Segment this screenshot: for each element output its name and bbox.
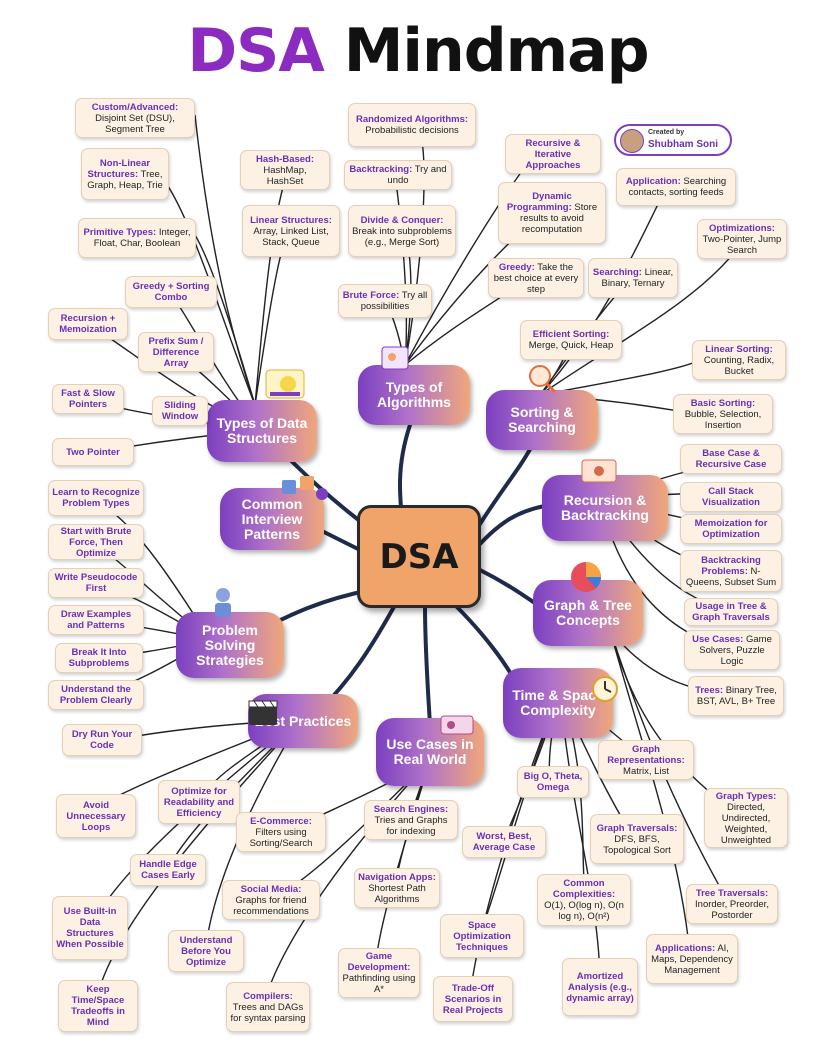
leaf-memoization-opt: Memoization for Optimization <box>680 514 782 544</box>
branch-line <box>468 503 552 557</box>
node-sorting-searching: Sorting & Searching <box>486 390 598 450</box>
credit-label: Created by <box>648 129 685 136</box>
leaf-hash-based: Hash-Based: HashMap, HashSet <box>240 150 330 190</box>
leaf-draw-examples: Draw Examples and Patterns <box>48 605 144 635</box>
leaf-dry-run: Dry Run Your Code <box>62 724 142 756</box>
leaf-custom-advanced: Custom/Advanced: Disjoint Set (DSU), Seg… <box>75 98 195 138</box>
leaf-break-it: Break It Into Subproblems <box>55 643 143 673</box>
center-node: DSA <box>357 505 481 608</box>
leaf-fast-slow: Fast & Slow Pointers <box>52 384 124 414</box>
node-time-space-complexity: Time & Space Complexity <box>503 668 613 738</box>
leaf-social-media: Social Media: Graphs for friend recommen… <box>222 880 320 920</box>
leaf-recursion-memo: Recursion + Memoization <box>48 308 128 340</box>
leaf-built-in: Use Built-in Data Structures When Possib… <box>52 896 128 960</box>
leaf-ecommerce: E-Commerce: Filters using Sorting/Search <box>236 812 326 852</box>
leaf-backtracking-problems: Backtracking Problems: N-Queens, Subset … <box>680 550 782 592</box>
leaf-linear-sorting: Linear Sorting: Counting, Radix, Bucket <box>692 340 786 380</box>
leaf-call-stack: Call Stack Visualization <box>680 482 782 512</box>
credit-name: Shubham Soni <box>648 139 718 150</box>
leaf-space-optimization: Space Optimization Techniques <box>440 914 524 958</box>
leaf-two-pointer: Two Pointer <box>52 438 134 466</box>
leaf-keep-tradeoffs: Keep Time/Space Tradeoffs in Mind <box>58 980 138 1032</box>
node-recursion-backtracking: Recursion & Backtracking <box>542 475 668 541</box>
leaf-use-cases-game: Use Cases: Game Solvers, Puzzle Logic <box>684 630 780 670</box>
title-mindmap: Mindmap <box>343 16 650 86</box>
leaf-learn-recognize: Learn to Recognize Problem Types <box>48 480 144 516</box>
leaf-start-brute: Start with Brute Force, Then Optimize <box>48 524 144 560</box>
credit-badge: Created by Shubham Soni <box>614 124 732 156</box>
leaf-trees: Trees: Binary Tree, BST, AVL, B+ Tree <box>688 676 784 716</box>
branch-line <box>423 603 432 727</box>
leaf-understand-problem: Understand the Problem Clearly <box>48 680 144 710</box>
interview-illustration <box>282 476 328 500</box>
recursion-illustration <box>581 459 617 483</box>
node-types-of-algorithms: Types of Algorithms <box>358 365 470 425</box>
leaf-backtracking-algo: Backtracking: Try and undo <box>344 160 452 190</box>
leaf-primitive-types: Primitive Types: Integer, Float, Char, B… <box>78 218 196 258</box>
real-world-illustration <box>440 715 474 735</box>
leaf-applications: Applications: AI, Maps, Dependency Manag… <box>646 934 738 984</box>
pie-chart-icon <box>571 562 601 592</box>
leaf-graph-representations: Graph Representations: Matrix, List <box>598 740 694 780</box>
leaf-usage-tree-graph: Usage in Tree & Graph Traversals <box>684 598 778 626</box>
node-types-of-data-structures: Types of Data Structures <box>207 400 317 462</box>
leaf-game-dev: Game Development: Pathfinding using A* <box>338 948 420 998</box>
leaf-common-complexities: Common Complexities: O(1), O(log n), O(n… <box>537 874 631 926</box>
clock-icon <box>592 676 618 702</box>
leaf-basic-sorting: Basic Sorting: Bubble, Selection, Insert… <box>673 394 773 434</box>
leaf-compilers: Compilers: Trees and DAGs for syntax par… <box>226 982 310 1032</box>
strategy-illustration <box>215 588 231 617</box>
leaf-avoid-loops: Avoid Unnecessary Loops <box>56 794 136 838</box>
leaf-brute-force: Brute Force: Try all possibilities <box>338 284 432 318</box>
leaf-worst-best: Worst, Best, Average Case <box>462 826 546 858</box>
algorithm-illustration <box>381 346 409 370</box>
leaf-write-pseudocode: Write Pseudocode First <box>48 568 144 598</box>
leaf-greedy: Greedy: Take the best choice at every st… <box>488 258 584 298</box>
leaf-navigation: Navigation Apps: Shortest Path Algorithm… <box>354 868 440 908</box>
leaf-search-engines: Search Engines: Tries and Graphs for ind… <box>364 800 458 840</box>
leaf-big-o: Big O, Theta, Omega <box>517 766 589 798</box>
leaf-randomized: Randomized Algorithms: Probabilistic dec… <box>348 103 476 147</box>
leaf-prefix-sum: Prefix Sum / Difference Array <box>138 332 214 372</box>
leaf-efficient-sorting: Efficient Sorting: Merge, Quick, Heap <box>520 320 622 360</box>
leaf-divide-conquer: Divide & Conquer: Break into subproblems… <box>348 205 456 257</box>
leaf-amortized: Amortized Analysis (e.g., dynamic array) <box>562 958 638 1016</box>
leaf-trade-off: Trade-Off Scenarios in Real Projects <box>433 976 513 1022</box>
leaf-handle-edge: Handle Edge Cases Early <box>130 854 206 886</box>
avatar <box>620 129 644 153</box>
leaf-searching: Searching: Linear, Binary, Ternary <box>588 258 678 298</box>
node-graph-tree-concepts: Graph & Tree Concepts <box>533 580 643 646</box>
leaf-optimizations: Optimizations: Two-Pointer, Jump Search <box>697 219 787 259</box>
search-illustration <box>529 365 557 394</box>
clapperboard-icon <box>248 700 278 725</box>
node-problem-solving-strategies: Problem Solving Strategies <box>176 612 284 678</box>
leaf-understand-before: Understand Before You Optimize <box>168 930 244 972</box>
leaf-dynamic-programming: Dynamic Programming: Store results to av… <box>498 182 606 244</box>
leaf-linear-structures: Linear Structures: Array, Linked List, S… <box>242 205 340 257</box>
leaf-optimize-readability: Optimize for Readability and Efficiency <box>158 780 240 824</box>
leaf-graph-types: Graph Types: Directed, Undirected, Weigh… <box>704 788 788 848</box>
leaf-non-linear: Non-Linear Structures: Tree, Graph, Heap… <box>81 148 169 200</box>
node-common-interview-patterns: Common Interview Patterns <box>220 488 324 550</box>
leaf-greedy-sorting: Greedy + Sorting Combo <box>125 276 217 308</box>
leaf-recursive-iterative: Recursive & Iterative Approaches <box>505 134 601 174</box>
leaf-sliding-window: Sliding Window <box>152 396 208 426</box>
title-dsa: DSA <box>187 16 324 86</box>
leaf-base-case: Base Case & Recursive Case <box>680 444 782 474</box>
leaf-graph-traversals: Graph Traversals: DFS, BFS, Topological … <box>590 814 684 864</box>
page-title: DSA Mindmap <box>0 6 836 96</box>
leaf-application: Application: Searching contacts, sorting… <box>616 168 736 206</box>
leaf-tree-traversals: Tree Traversals: Inorder, Preorder, Post… <box>686 884 778 924</box>
data-structure-illustration <box>265 369 305 399</box>
